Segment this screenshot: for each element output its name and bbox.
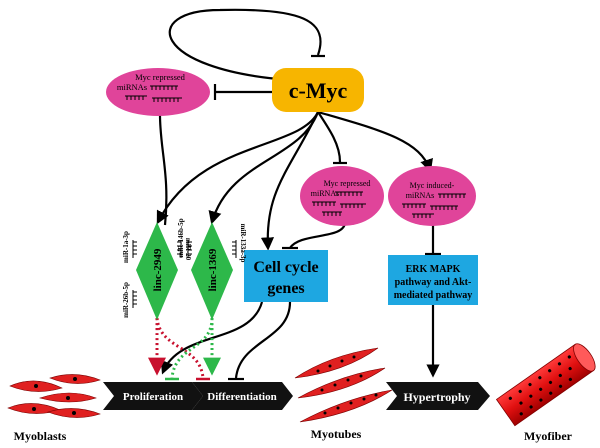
mir26b-label: miR-26b-5p <box>122 282 130 318</box>
mid-mirna-label-2: miRNAs <box>311 189 339 198</box>
induced-mirna-node: Myc induced- miRNAs <box>388 166 476 226</box>
mid-mirna-label-1: Myc repressed <box>324 179 371 188</box>
connections <box>156 8 441 381</box>
cellcycle-to-differentiation-edge <box>234 301 292 379</box>
cell-cycle-genes-node: Cell cycle genes <box>244 250 328 302</box>
proliferation-label: Proliferation <box>123 391 183 403</box>
top-mirna-label-1: Myc repressed <box>135 72 186 82</box>
myoblasts-label: Myoblasts <box>14 429 67 443</box>
induced-mirna-hairpin-icon <box>402 193 466 218</box>
top-repressed-mirna-node: Myc repressed miRNAs <box>106 68 210 116</box>
cmyc-to-linc2949-edge <box>156 111 319 225</box>
cellcycle-to-proliferation-edge <box>160 301 264 375</box>
erk-akt-pathway-node: ERK MAPK pathway and Akt- mediated pathw… <box>388 255 478 305</box>
erk-label-3: mediated pathway <box>394 290 473 301</box>
mid-repressed-mirna-node: Myc repressed miRNAs <box>300 166 384 226</box>
top-mirna-hairpin-icon <box>125 85 182 102</box>
erk-label-1: ERK MAPK <box>406 264 461 275</box>
cmyc-autoregulation-loop <box>168 8 322 82</box>
mir146b-label: miR-146b-5p <box>177 218 185 257</box>
linc2949-mirna-hairpin-icon <box>132 240 182 308</box>
cmyc-to-induced-mirna-edge <box>317 110 433 173</box>
cmyc-node: c-Myc <box>272 68 364 112</box>
linc1369-node: linc-1369 <box>187 222 237 320</box>
myoblasts-illustration: Myoblasts <box>7 374 101 443</box>
mir1a-label: miR-1a-3p <box>122 231 130 263</box>
hypertrophy-label: Hypertrophy <box>403 390 470 404</box>
myofiber-label: Myofiber <box>524 429 573 443</box>
myotubes-illustration: Myotubes <box>294 347 393 441</box>
linc2949-label: linc-2949 <box>152 248 164 291</box>
myofiber-illustration: Myofiber <box>495 343 596 443</box>
top-mirna-label-2: miRNAs <box>117 82 147 92</box>
stage-hypertrophy <box>386 382 490 410</box>
induced-mirna-label-2: miRNAs <box>406 191 434 200</box>
mid-mirna-hairpin-icon <box>312 191 366 216</box>
mir20-label: miR-20 <box>184 238 192 261</box>
cmyc-to-mid-mirna-edge <box>317 111 342 163</box>
linc1369-mirna-hairpin-icon <box>187 240 237 258</box>
differentiation-label: Differentiation <box>207 391 276 403</box>
cmyc-label: c-Myc <box>289 78 348 103</box>
cmyc-to-cellcycle-edge <box>260 111 319 251</box>
myotubes-label: Myotubes <box>311 427 362 441</box>
linc1369-to-proliferation-edge <box>170 317 214 379</box>
cell-cycle-label-2: genes <box>267 280 304 297</box>
linc-effect-paths <box>148 317 221 381</box>
erk-label-2: pathway and Akt- <box>395 277 472 288</box>
linc2949-node: linc-2949 <box>132 222 182 320</box>
cell-cycle-label-1: Cell cycle <box>253 259 318 276</box>
stage-differentiation <box>192 382 293 410</box>
induced-mirna-label-1: Myc induced- <box>410 181 455 190</box>
mirna-labels: miR-1a-3p miR-26b-5p miR-20 miR-146b-5p … <box>122 218 247 318</box>
mir133a-label: miR-133a-3p <box>239 224 247 263</box>
stage-proliferation <box>103 382 203 410</box>
linc1369-label: linc-1369 <box>207 248 219 291</box>
mid-mirna-to-cellcycle-edge <box>289 221 347 249</box>
stage-bar: Proliferation Differentiation Hypertroph… <box>103 382 490 410</box>
